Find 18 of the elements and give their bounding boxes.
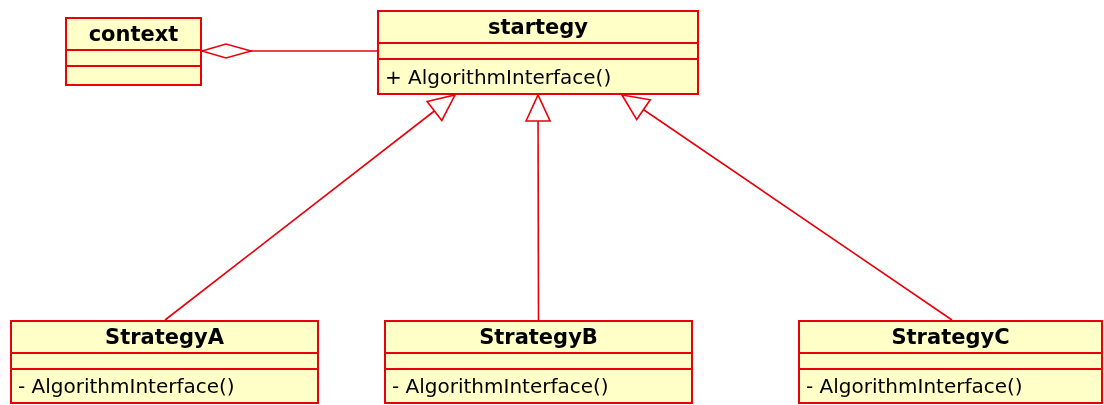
class-name: context <box>87 21 180 48</box>
class-name: startegy <box>486 14 590 41</box>
class-name: StrategyC <box>890 324 1011 351</box>
class-name: StrategyB <box>478 324 599 351</box>
class-box <box>377 10 699 95</box>
class-name: StrategyA <box>104 324 225 351</box>
method-text: + AlgorithmInterface() <box>385 63 612 91</box>
method-text: - AlgorithmInterface() <box>18 373 235 400</box>
method-text: - AlgorithmInterface() <box>392 373 609 400</box>
class-box <box>384 320 693 404</box>
class-box <box>798 320 1103 404</box>
generalization-arrow <box>525 94 551 321</box>
aggregation-connector <box>201 43 378 59</box>
class-box <box>65 17 202 86</box>
generalization-arrow <box>621 94 953 321</box>
class-box <box>10 320 319 404</box>
generalization-arrow <box>164 94 456 321</box>
method-text: - AlgorithmInterface() <box>806 373 1023 400</box>
